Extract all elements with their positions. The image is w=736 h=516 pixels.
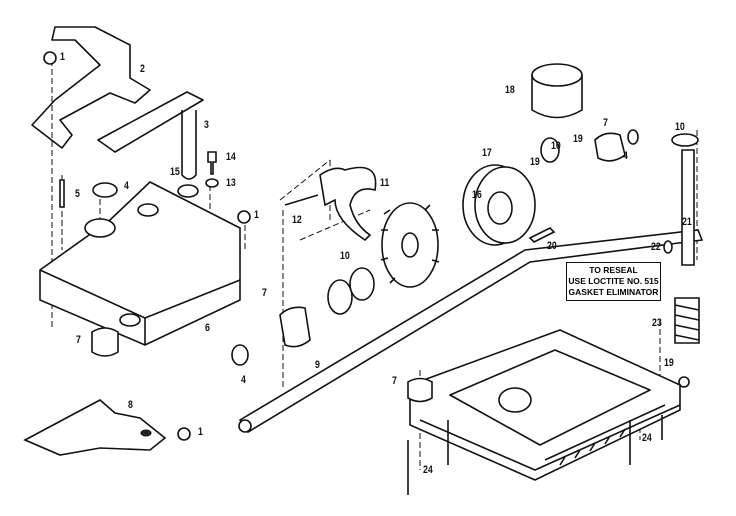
callout: 4	[124, 180, 129, 192]
washer-part-15	[177, 184, 199, 198]
callout: 1	[198, 426, 203, 438]
washer-part-10c	[327, 279, 353, 315]
bracket-part-2	[31, 26, 151, 149]
washer-part-4	[92, 182, 118, 198]
nut-part-1b	[237, 210, 251, 224]
nut-part-1c	[177, 427, 191, 441]
callout: 19	[573, 133, 583, 145]
callout: 19	[530, 156, 540, 168]
pin-part-5	[59, 179, 65, 208]
bushing-part-7b	[594, 132, 626, 162]
note-line-2: USE LOCTITE NO. 515	[568, 276, 659, 286]
callout: 7	[392, 375, 397, 387]
bracket-part-3	[97, 91, 204, 153]
pin-part-3	[181, 110, 197, 180]
callout: 22	[651, 241, 661, 253]
callout: 12	[292, 214, 302, 226]
lower-case	[409, 329, 681, 481]
callout: 21	[682, 216, 692, 228]
callout: 9	[315, 359, 320, 371]
housing-part-6	[39, 181, 241, 346]
callout: 17	[482, 147, 492, 159]
callout: 13	[226, 177, 236, 189]
callout: 7	[603, 117, 608, 129]
callout: 23	[652, 317, 662, 329]
callout: 1	[60, 51, 65, 63]
callout: 4	[623, 150, 628, 162]
washer-part-4b	[231, 344, 249, 366]
washer-part-10	[540, 137, 560, 163]
key-part-20	[528, 227, 556, 243]
gear-part-16	[380, 202, 440, 288]
callout: 18	[505, 84, 515, 96]
washer-part-10b	[671, 133, 699, 147]
callout: 14	[226, 151, 236, 163]
callout: 7	[262, 287, 267, 299]
callout: 1	[254, 209, 259, 221]
bushing-part-7d	[407, 377, 433, 403]
callout: 10	[675, 121, 685, 133]
callout: 24	[423, 464, 433, 476]
fork-part-11	[319, 166, 377, 242]
callout: 8	[128, 399, 133, 411]
callout: 7	[76, 334, 81, 346]
clutch-part-17	[462, 164, 536, 246]
callout: 4	[241, 374, 246, 386]
callout: 16	[472, 189, 482, 201]
callout: 11	[380, 177, 390, 189]
callout: 3	[204, 119, 209, 131]
note-line-3: GASKET ELIMINATOR	[568, 287, 659, 297]
gasket-part-8	[23, 399, 167, 456]
callout: 5	[75, 188, 80, 200]
nut-part-1	[43, 51, 57, 65]
shaft-part-21	[681, 149, 695, 266]
callout: 19	[664, 357, 674, 369]
screw-part-24	[407, 415, 663, 495]
bushing-part-7c	[279, 306, 311, 348]
note-line-1: TO RESEAL	[589, 265, 638, 275]
reseal-note: TO RESEAL USE LOCTITE NO. 515 GASKET ELI…	[566, 262, 661, 301]
bolt-part-14	[207, 151, 217, 175]
clip-part-19	[678, 376, 690, 388]
callout: 10	[551, 140, 561, 152]
callout: 6	[205, 322, 210, 334]
callout: 10	[340, 250, 350, 262]
pin-part-12	[284, 194, 319, 206]
washer-part-13	[205, 178, 219, 188]
bushing-part-7	[91, 327, 119, 357]
worm-gear-part-23	[674, 297, 700, 344]
callout: 15	[170, 166, 180, 178]
sleeve-part-18	[531, 63, 583, 119]
callout: 20	[547, 240, 557, 252]
callout: 2	[140, 63, 145, 75]
callout: 24	[642, 432, 652, 444]
